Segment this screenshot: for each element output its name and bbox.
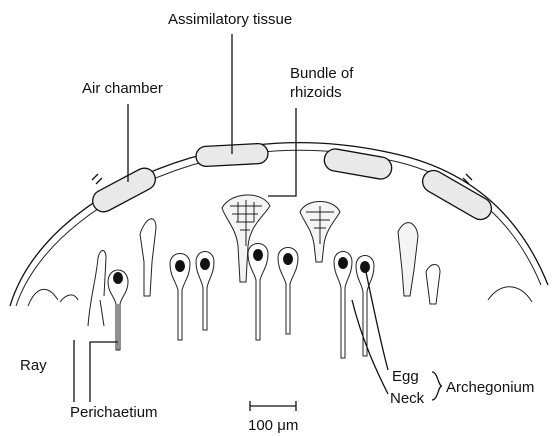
label-scale-bar: 100 μm — [248, 417, 298, 434]
air-chamber-1 — [89, 164, 159, 215]
archegonium-5 — [278, 248, 298, 335]
ray-lobe — [28, 289, 78, 306]
label-bundle-of-rhizoids-1: Bundle of — [290, 65, 354, 82]
perichaetium-left — [88, 251, 106, 327]
ray-lobe-right — [488, 287, 532, 302]
archegonium-6 — [334, 252, 352, 359]
label-bundle-of-rhizoids-2: rhizoids — [290, 84, 342, 101]
archegonium-4 — [248, 244, 268, 341]
rhizoid-bundle-right — [300, 202, 340, 263]
perichaetium-left-2 — [140, 219, 156, 296]
scale-bar — [250, 401, 296, 411]
label-air-chamber: Air chamber — [82, 80, 163, 97]
label-perichaetium: Perichaetium — [70, 404, 158, 421]
label-assimilatory-tissue: Assimilatory tissue — [168, 11, 292, 28]
archegonium-brace — [432, 372, 442, 400]
air-chamber-3 — [323, 147, 394, 180]
label-ray: Ray — [20, 357, 47, 374]
air-pore-right — [463, 174, 472, 184]
air-pore-left — [92, 174, 102, 184]
perichaetium-scale-right — [426, 265, 440, 305]
rhizoid-bundle-left — [222, 195, 270, 282]
label-neck: Neck — [390, 390, 425, 407]
archegonium-2 — [170, 254, 190, 341]
archegonium-3 — [196, 252, 214, 331]
leader-perichaetium — [74, 340, 118, 402]
receptacle-outer-outline — [10, 143, 548, 306]
label-egg: Egg — [392, 368, 419, 385]
perichaetium-right — [398, 223, 418, 296]
label-archegonium: Archegonium — [446, 379, 534, 396]
leader-egg — [366, 272, 388, 370]
leader-rhizoids — [268, 108, 296, 196]
archegonium-1 — [108, 270, 128, 350]
